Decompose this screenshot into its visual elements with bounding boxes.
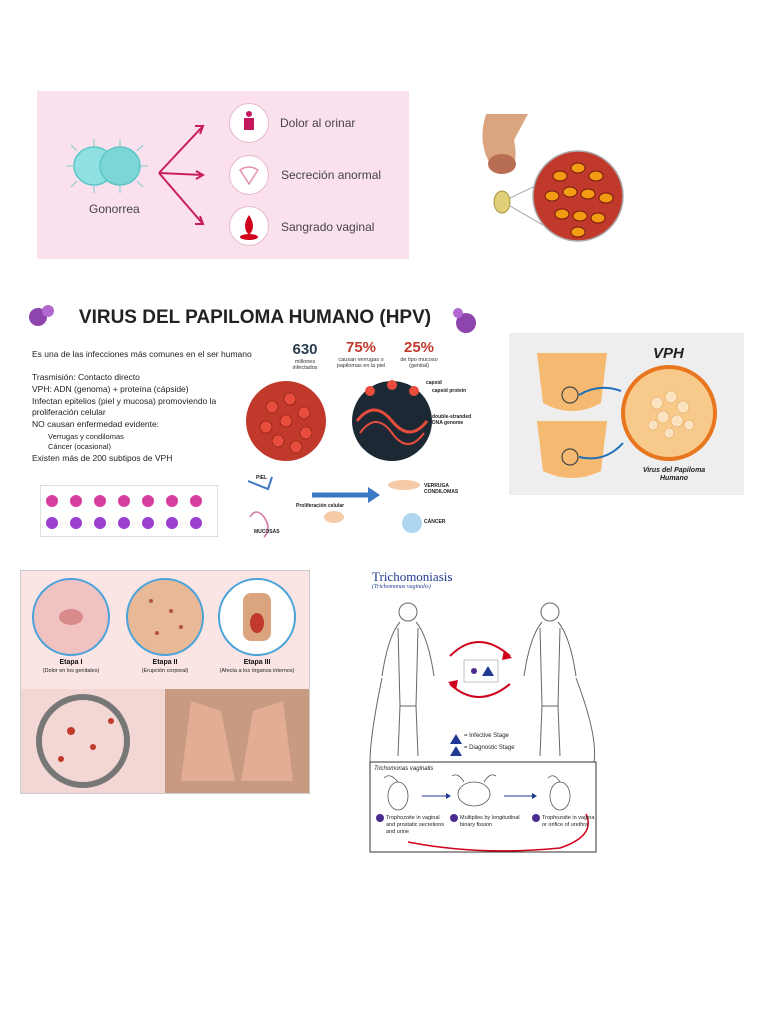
mucosas-label: MUCOSAS: [254, 529, 280, 535]
virus-icon: [29, 305, 54, 326]
tricho-title: Trichomoniasis: [372, 569, 453, 584]
subtypes-grid: [40, 485, 218, 537]
capsid-protein-label: capsid protein: [432, 388, 467, 394]
stage-desc: (Dolor en los genitales): [42, 668, 100, 674]
diagnostic-legend: = Diagnostic Stage: [464, 745, 515, 751]
stage-name: Etapa I: [59, 659, 83, 666]
stat-text: millones infectados: [292, 359, 318, 371]
capsid-label: capsid: [426, 380, 442, 386]
stat-value: 630: [292, 341, 318, 358]
lifecycle-step: Trophozoite in vaginal and prostatic sec…: [386, 815, 445, 835]
stat-value: 25%: [403, 339, 435, 356]
hpv-bullet: NO causan enfermedad evidente:: [32, 419, 160, 429]
syphilis-images: [21, 571, 309, 793]
piel-label: PIEL: [256, 475, 268, 481]
hpv-bullet: VPH: ADN (genoma) + proteína (cápside): [32, 384, 189, 394]
stage-name: Etapa III: [243, 659, 271, 666]
verruga-label: VERRUGA CONDILOMAS: [424, 483, 459, 495]
symptom-label: Dolor al orinar: [280, 116, 356, 130]
cancer-label: CÁNCER: [424, 519, 446, 525]
stat-value: 75%: [345, 339, 377, 356]
lifecycle-step: Multiplies by longitudinal binary fissio…: [460, 815, 520, 828]
stat-text: de tipo mucoso (genital): [400, 357, 438, 369]
proliferacion-label: Proliferación celular: [296, 503, 345, 509]
hpv-bullet: Infectan epitelios (piel y mucosa) promo…: [32, 396, 217, 417]
hpv-bullet: Verrugas y condilomas: [48, 432, 124, 441]
blood-drop-icon: [229, 206, 269, 246]
symptom-label: Sangrado vaginal: [281, 220, 375, 234]
syphilis-stages-infographic: Etapa I (Dolor en los genitales) Etapa I…: [20, 570, 310, 794]
stage-desc: (Afecta a los órganos internos): [219, 668, 295, 674]
gonorrhea-diagram: [66, 125, 206, 225]
infective-legend: = Infective Stage: [464, 733, 509, 739]
uterus-icon: [229, 155, 269, 195]
tricho-subtitle: (Trichomonas vaginalis): [372, 584, 431, 590]
symptom-label: Secreción anormal: [281, 168, 382, 182]
stat-text: causan verrugas o papilomas en la piel: [336, 357, 386, 369]
virus-structure-diagram: [246, 380, 432, 538]
vph-caption: Virus del Papiloma Humano: [642, 467, 706, 482]
virus-icon: [453, 308, 476, 333]
hpv-infographic: VIRUS DEL PAPILOMA HUMANO (HPV) Es una d…: [22, 297, 488, 541]
vph-illustration: VPH Virus del Papiloma Humano: [509, 333, 744, 495]
hpv-title: VIRUS DEL PAPILOMA HUMANO (HPV): [78, 307, 432, 328]
dna-label: double-stranded DNA genome: [432, 414, 472, 426]
hpv-bullet: Existen más de 200 subtipos de VPH: [32, 453, 173, 463]
stage-name: Etapa II: [152, 659, 178, 666]
hpv-bullet: Cáncer (ocasional): [48, 442, 111, 451]
hpv-bullet: Es una de las infecciones más comunes en…: [32, 349, 252, 359]
vph-diagram: [537, 353, 717, 478]
stage-desc: (Erupción corporal): [141, 668, 189, 674]
box-title: Trichomonas vaginalis: [374, 766, 434, 772]
diplococcus-icon: [66, 139, 148, 193]
urination-icon: [229, 103, 269, 143]
hpv-bullet: Trasmisión: Contacto directo: [32, 372, 140, 382]
lifecycle-step: Trophozoite in vagina or orifice of uret…: [542, 815, 595, 828]
vph-title: VPH: [653, 345, 684, 362]
gonorrhea-infographic: Gonorrea Dolor al orinar Secreción anorm…: [37, 91, 409, 259]
trichomoniasis-lifecycle: Trichomoniasis (Trichomonas vaginalis): [360, 566, 608, 856]
discharge-illustration: [468, 110, 638, 258]
lifecycle-diagram: [369, 602, 597, 853]
gonorrea-label: Gonorrea: [89, 202, 140, 216]
